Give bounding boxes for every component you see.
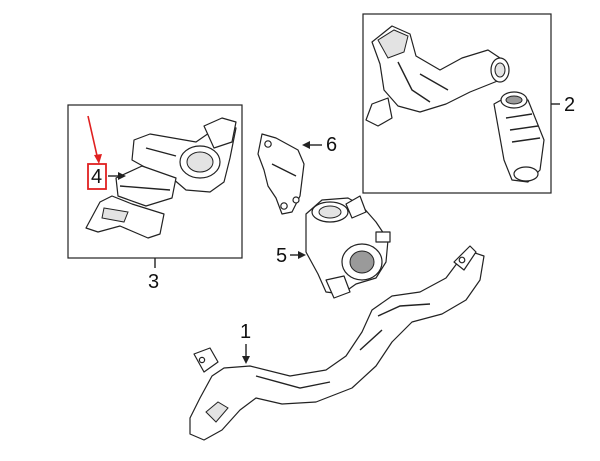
- part-3-air-box: [131, 117, 237, 193]
- part-5-leader: [290, 251, 306, 259]
- part-5-turbocharger: [305, 195, 391, 299]
- callout-6: 6: [326, 134, 338, 156]
- callout-1: 1: [240, 321, 252, 343]
- callout-2: 2: [564, 94, 576, 116]
- part-4-leader: [108, 172, 126, 180]
- part-6-bracket: [257, 133, 305, 215]
- part-2-air-hose-lower: [493, 91, 545, 183]
- callout-5: 5: [276, 245, 288, 267]
- part-6-leader: [302, 141, 322, 149]
- callout-4: 4: [91, 166, 103, 188]
- part-1-intake-pipe: [189, 245, 485, 441]
- part-2-air-hose: [365, 25, 510, 127]
- callout-3: 3: [148, 271, 160, 293]
- part-3-lower-duct: [85, 195, 165, 239]
- part-1-leader: [242, 344, 250, 364]
- part-4-filter-element: [115, 165, 177, 207]
- part-4-highlight: [87, 115, 107, 190]
